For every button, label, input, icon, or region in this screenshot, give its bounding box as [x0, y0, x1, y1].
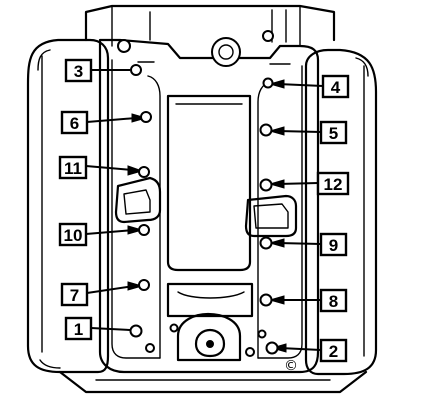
svg-text:6: 6 — [70, 114, 79, 133]
bolt-1-marker — [129, 324, 143, 338]
bolt-callout-11: 11 — [58, 155, 150, 180]
svg-text:9: 9 — [329, 236, 338, 255]
svg-text:10: 10 — [64, 226, 83, 245]
svg-text:7: 7 — [70, 286, 79, 305]
bolt-callout-12: 12 — [259, 171, 350, 196]
bolt-9-marker — [259, 236, 273, 250]
svg-text:1: 1 — [74, 320, 83, 339]
svg-text:8: 8 — [329, 292, 338, 311]
bolt-6-marker — [140, 111, 152, 123]
engine-block-outline — [58, 4, 368, 394]
intake-manifold — [98, 30, 320, 374]
copyright-mark: © — [284, 358, 298, 374]
svg-text:5: 5 — [329, 124, 338, 143]
bolt-callout-3: 3 — [64, 58, 142, 83]
bolt-callout-1: 1 — [64, 316, 143, 341]
bolt-5-marker — [259, 123, 273, 137]
svg-text:3: 3 — [74, 62, 83, 81]
svg-text:12: 12 — [324, 175, 343, 194]
bolt-12-marker — [259, 178, 273, 192]
bolt-callout-8: 8 — [259, 288, 348, 313]
right-cylinder-head — [304, 48, 378, 376]
bolt-11-marker — [138, 166, 150, 178]
bolt-callout-4: 4 — [262, 74, 350, 99]
bolt-2-marker — [265, 341, 279, 355]
svg-text:4: 4 — [331, 78, 341, 97]
bolt-callout-6: 6 — [60, 110, 152, 135]
svg-text:11: 11 — [64, 159, 82, 178]
bolt-callout-5: 5 — [259, 120, 348, 145]
left-cylinder-head — [26, 38, 110, 374]
bolt-callout-2: 2 — [265, 338, 348, 363]
bolt-4-marker — [262, 77, 274, 89]
bolt-7-marker — [138, 279, 150, 291]
bolt-10-marker — [138, 224, 150, 236]
bolt-3-marker — [130, 64, 142, 76]
bolt-callout-7: 7 — [60, 279, 150, 307]
bolt-callout-9: 9 — [259, 232, 348, 257]
bolt-callout-10: 10 — [58, 222, 150, 247]
bolt-8-marker — [259, 293, 273, 307]
svg-text:2: 2 — [329, 342, 338, 361]
